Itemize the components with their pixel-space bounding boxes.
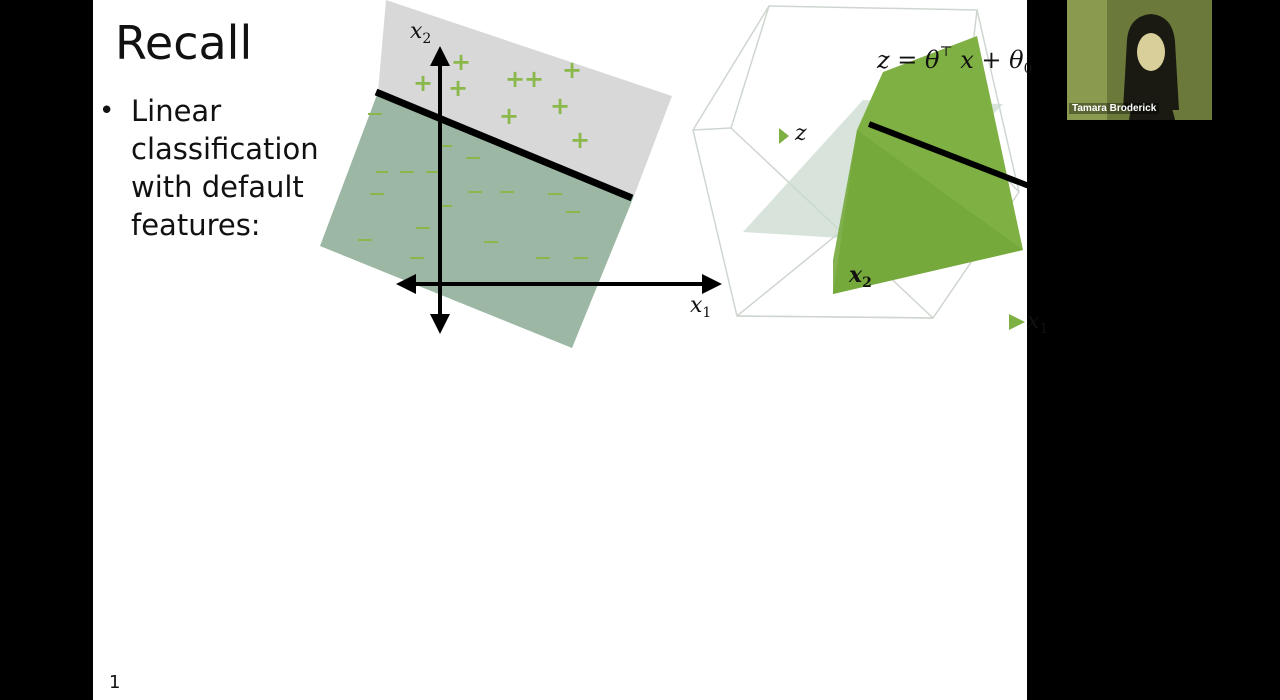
positive-point: + [451,48,471,76]
x-axis-label: x1 [690,293,711,321]
axes [396,46,722,334]
positive-point: + [550,92,570,120]
hyperplane-3d-figure: z x1 x2 z = θ⊤ x + θ0 [692,5,1048,337]
bullet-text: Linear classification with default featu… [131,94,319,242]
x2-axis-label: x2 [848,262,872,291]
page-number: 1 [109,672,121,693]
classification-2d-figure: + + + + + + + + + [320,0,722,348]
negative-points [358,113,588,259]
plane-equation: z = θ⊤ x + θ0 [876,44,1033,77]
z-axis-label: z [794,121,807,146]
z-axis-arrow [779,128,789,144]
x-axis-arrow-right [702,274,722,294]
participant-name: Tamara Broderick [1069,103,1160,114]
bullet-dot: • [99,96,115,126]
decision-boundary [374,88,634,202]
slide: Recall • Linear classification with defa… [93,0,1048,700]
positive-point: + [562,56,582,84]
slide-title: Recall [115,16,253,70]
positive-point: + [570,126,590,154]
positive-point: + [524,65,544,93]
positive-region [378,0,672,196]
x1-axis-arrow [1009,314,1025,330]
y-axis-label: x2 [410,19,431,47]
y-axis-arrow-down [430,314,450,334]
bullet-point: • Linear classification with default fea… [99,92,319,244]
decision-boundary-3d [867,121,1031,189]
positive-point: + [413,69,433,97]
x1-axis-label: x1 [1027,309,1048,337]
y-axis-arrow-up [430,46,450,66]
plane-lower-part [833,130,1023,294]
participant-avatar [1067,0,1212,120]
positive-point: + [499,102,519,130]
webcam-thumbnail[interactable]: Tamara Broderick [1067,0,1212,120]
positive-point: + [448,74,468,102]
positive-points: + + + + + + + + + [413,48,590,154]
positive-point: + [505,65,525,93]
x-axis-arrow-left [396,274,416,294]
